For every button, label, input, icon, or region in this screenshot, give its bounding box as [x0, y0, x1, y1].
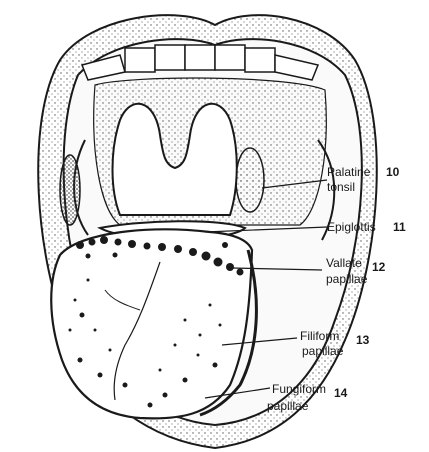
tongue [51, 229, 252, 418]
label-filiform-line1: Filiform [300, 329, 339, 343]
label-filiform-number: 13 [356, 333, 370, 347]
label-vallate-line1: Vallate [326, 256, 362, 270]
tonsil-right [236, 148, 264, 212]
label-vallate-number: 12 [372, 260, 386, 274]
label-epiglottis-number: 11 [393, 220, 406, 234]
label-epiglottis: Epiglottis [327, 220, 376, 234]
label-palatine-number: 10 [386, 165, 400, 179]
label-fungiform-number: 14 [334, 386, 348, 400]
label-vallate-line2: papillae [326, 272, 368, 286]
label-palatine-line2: tonsil [327, 180, 355, 194]
label-fungiform-line2: papillae [267, 399, 309, 413]
label-palatine-line1: Palatine [327, 165, 371, 179]
label-filiform-line2: papillae [302, 344, 344, 358]
label-fungiform-line1: Fungiform [272, 382, 326, 396]
tonsil-left [60, 155, 80, 225]
